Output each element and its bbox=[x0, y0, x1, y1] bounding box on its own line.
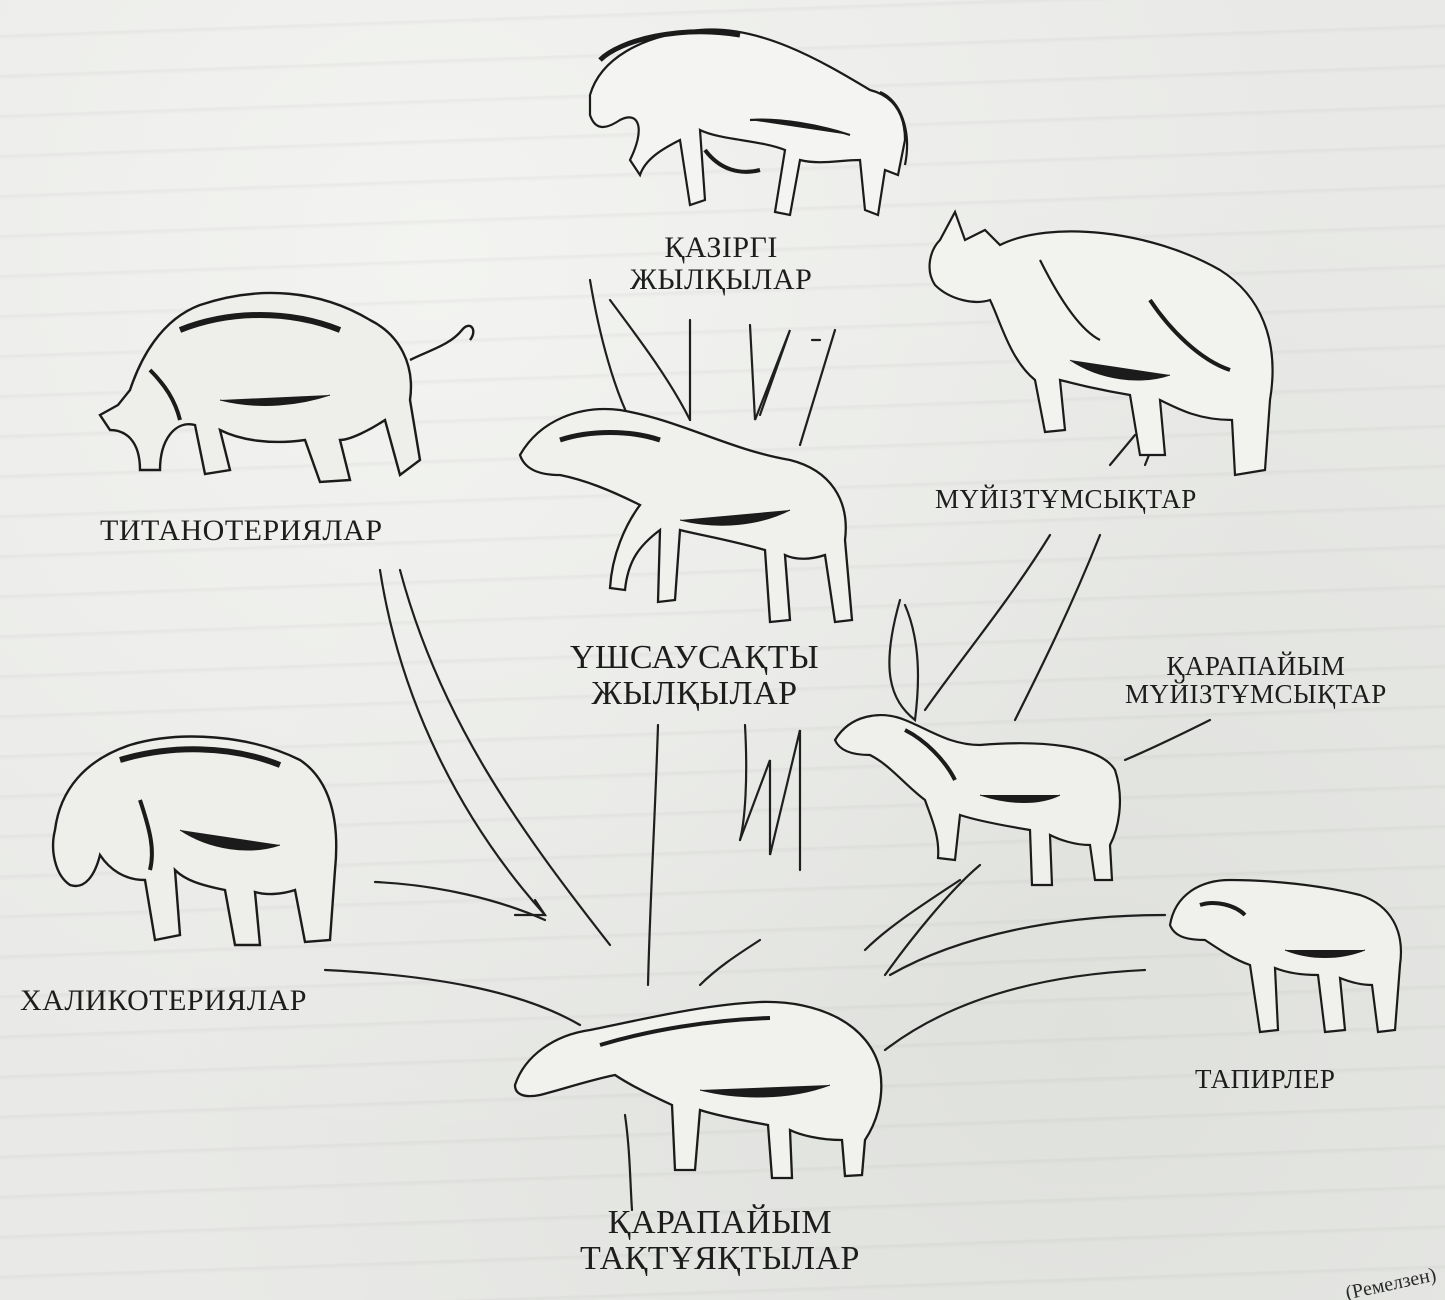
label-rhinoceroses: МҮЙІЗТҰМСЫҚТАР bbox=[935, 485, 1197, 513]
label-primitive-rhinoceroses-line2: МҮЙІЗТҰМСЫҚТАР bbox=[1125, 680, 1387, 708]
label-chalicotheres: ХАЛИКОТЕРИЯЛАР bbox=[20, 985, 307, 1017]
line-tapirs-2 bbox=[885, 970, 1145, 1050]
titanothere-drawing bbox=[100, 293, 473, 482]
line-rhino-3 bbox=[1110, 435, 1135, 465]
line-threetoed-2 bbox=[740, 725, 746, 840]
label-primitive-ungulates-line1: ҚАРАПАЙЫМ bbox=[580, 1205, 860, 1241]
line-tapirs-1 bbox=[890, 915, 1165, 975]
label-titanotheres: ТИТАНОТЕРИЯЛАР bbox=[100, 515, 383, 547]
modern-horse-drawing bbox=[590, 30, 907, 215]
label-three-toed-horses-line2: ЖЫЛҚЫЛАР bbox=[570, 676, 819, 712]
label-modern-horses-line1: ҚАЗІРГІ bbox=[630, 232, 812, 264]
line-threetoed-3 bbox=[700, 940, 760, 985]
line-chalicotheres-2 bbox=[325, 970, 580, 1025]
label-primitive-ungulates-line2: ТАҚТҰЯҚТЫЛАР bbox=[580, 1241, 860, 1277]
line-titanotheres-1 bbox=[380, 570, 545, 915]
line-primrhino-loop bbox=[889, 600, 918, 720]
line-modern-5 bbox=[800, 330, 835, 445]
label-modern-horses: ҚАЗІРГІ ЖЫЛҚЫЛАР bbox=[630, 232, 812, 295]
label-primitive-rhinoceroses: ҚАРАПАЙЫМ МҮЙІЗТҰМСЫҚТАР bbox=[1125, 652, 1387, 709]
chalicothere-drawing bbox=[53, 737, 336, 945]
label-tapirs: ТАПИРЛЕР bbox=[1195, 1065, 1335, 1093]
label-primitive-rhinoceroses-line1: ҚАРАПАЙЫМ bbox=[1125, 652, 1387, 680]
label-three-toed-horses: ҮШСАУСАҚТЫ ЖЫЛҚЫЛАР bbox=[570, 640, 819, 711]
rhinoceros-drawing bbox=[930, 212, 1273, 475]
line-rhino-1 bbox=[925, 535, 1050, 710]
tapir-drawing bbox=[1170, 880, 1401, 1032]
primitive-rhinoceros-drawing bbox=[835, 715, 1120, 885]
primitive-ungulate-drawing bbox=[515, 1002, 881, 1178]
label-modern-horses-line2: ЖЫЛҚЫЛАР bbox=[630, 264, 812, 296]
line-threetoed-1 bbox=[648, 725, 658, 985]
label-three-toed-horses-line1: ҮШСАУСАҚТЫ bbox=[570, 640, 819, 676]
line-threetoed-zigzag bbox=[740, 730, 800, 870]
line-base-stem bbox=[625, 1115, 632, 1210]
label-primitive-ungulates: ҚАРАПАЙЫМ ТАҚТҰЯҚТЫЛАР bbox=[580, 1205, 860, 1276]
line-primrhino-label bbox=[1125, 720, 1210, 760]
line-modern-4 bbox=[750, 325, 790, 420]
line-rhino-2 bbox=[1015, 535, 1100, 720]
